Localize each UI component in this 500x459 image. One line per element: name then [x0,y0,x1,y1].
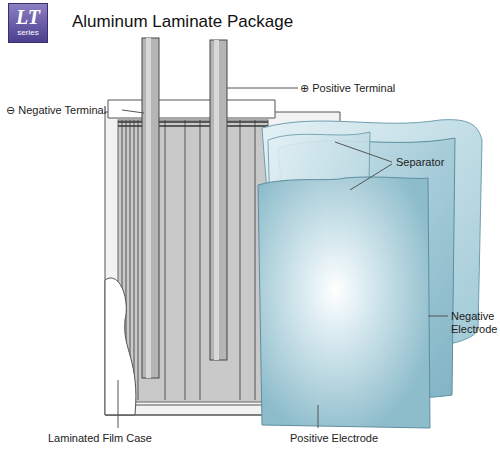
terminal-shine [214,40,219,360]
diagram-title: Aluminum Laminate Package [72,12,293,32]
positive-electrode-sheet [258,177,430,428]
part-label: ⊖ Negative Terminal [6,104,106,117]
logo-badge: LTseries [8,3,48,43]
logo-subtext: series [9,28,47,38]
terminal-shine [146,38,151,378]
leader-lines [118,88,448,428]
part-label: Positive Electrode [290,432,378,445]
part-label: ⊕ Positive Terminal [300,82,395,95]
electrode-stack [118,120,268,402]
positive-terminal [210,40,227,360]
peeled-film [105,278,136,415]
logo-mark: LT [9,4,47,28]
part-label: Laminated Film Case [48,432,152,445]
negative-terminal [142,38,159,378]
top-seal [108,100,275,118]
part-label: Negative Electrode [451,310,497,336]
part-label: Separator [396,156,444,169]
stack-top-edges [118,122,268,126]
